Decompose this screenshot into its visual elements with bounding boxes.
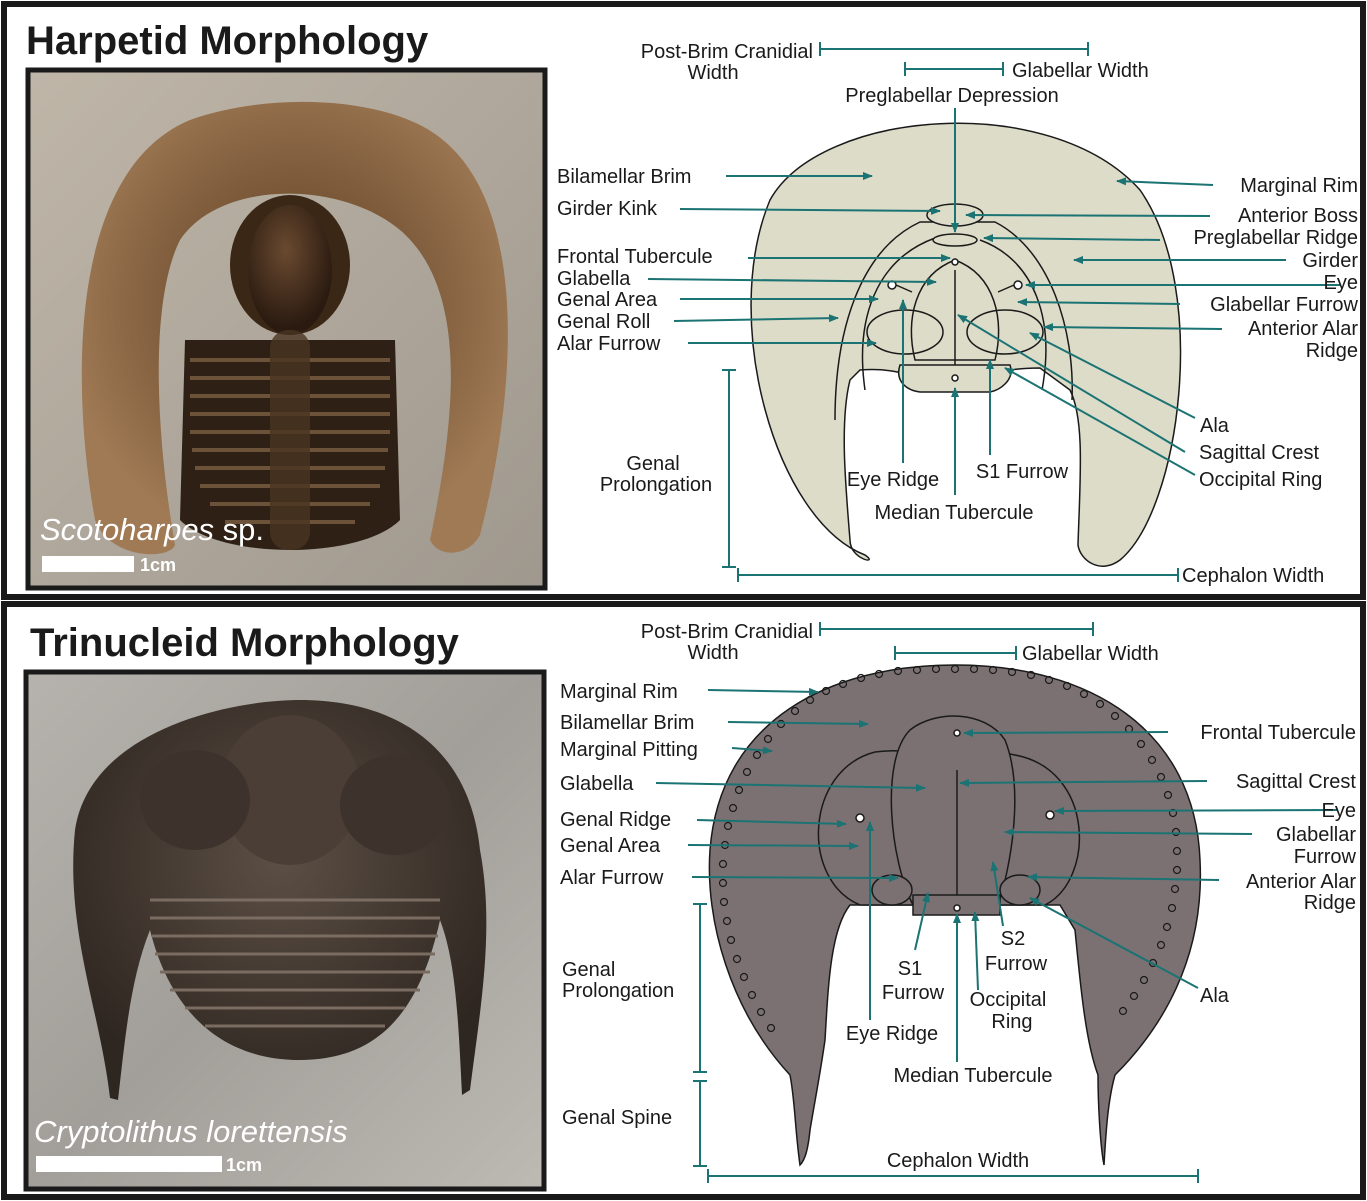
top-title: Harpetid Morphology xyxy=(26,19,429,63)
b-label-s2-2: Furrow xyxy=(985,953,1048,975)
harpetid-diagram xyxy=(751,123,1180,566)
label-median-tubercule: Median Tubercule xyxy=(875,502,1034,524)
bottom-scale-bar xyxy=(36,1156,222,1172)
b-label-eye: Eye xyxy=(1322,800,1356,822)
b-label-bilamellar-brim: Bilamellar Brim xyxy=(560,712,694,734)
cryptolithus-species: Cryptolithus lorettensis xyxy=(34,1114,348,1149)
label-preglabellar-depression: Preglabellar Depression xyxy=(845,85,1058,107)
label-anterior-alar: Anterior Alar xyxy=(1248,318,1358,340)
label-genal-prolongation: Genal xyxy=(626,453,679,475)
trinucleid-diagram xyxy=(709,665,1200,1165)
b-label-marginal-rim: Marginal Rim xyxy=(560,681,678,703)
bottom-scale-label: 1cm xyxy=(226,1155,262,1175)
b-label-genal-prolongation: Genal xyxy=(562,959,615,981)
b-label-genal-area: Genal Area xyxy=(560,835,661,857)
b-label-genal-prolongation-2: Prolongation xyxy=(562,980,674,1002)
label-ala: Ala xyxy=(1200,415,1230,437)
b-label-occipital-2: Ring xyxy=(991,1011,1032,1033)
b-label-anterior-alar-2: Ridge xyxy=(1304,892,1356,914)
label-glabella: Glabella xyxy=(557,268,631,290)
scotoharpes-species: Scotoharpes sp. xyxy=(40,512,264,547)
label-glabellar-width: Glabellar Width xyxy=(1012,60,1149,82)
b-label-glabella: Glabella xyxy=(560,773,634,795)
b-label-anterior-alar: Anterior Alar xyxy=(1246,871,1356,893)
label-s1-furrow: S1 Furrow xyxy=(976,461,1069,483)
cryptolithus-photo xyxy=(26,672,544,1189)
label-occipital-ring: Occipital Ring xyxy=(1199,469,1322,491)
label-girder-kink: Girder Kink xyxy=(557,198,658,220)
label-preglabellar-ridge: Preglabellar Ridge xyxy=(1193,227,1358,249)
label-genal-prolongation-2: Prolongation xyxy=(600,474,712,496)
b-label-glabellar-furrow: Glabellar xyxy=(1276,824,1356,846)
b-label-genal-ridge: Genal Ridge xyxy=(560,809,671,831)
b-label-s1-2: Furrow xyxy=(882,982,945,1004)
label-bilamellar-brim: Bilamellar Brim xyxy=(557,166,691,188)
label-marginal-rim: Marginal Rim xyxy=(1240,175,1358,197)
label-cephalon-width: Cephalon Width xyxy=(1182,565,1324,587)
label-frontal-tubercule: Frontal Tubercule xyxy=(557,246,713,268)
label-girder: Girder xyxy=(1302,250,1358,272)
b-label-eye-ridge: Eye Ridge xyxy=(846,1023,938,1045)
label-post-brim: Post-Brim Cranidial xyxy=(641,41,813,63)
b-label-post-brim-2: Width xyxy=(687,642,738,664)
b-label-sagittal-crest: Sagittal Crest xyxy=(1236,771,1356,793)
b-label-alar-furrow: Alar Furrow xyxy=(560,867,664,889)
b-label-median-tubercule: Median Tubercule xyxy=(894,1065,1053,1087)
label-post-brim-2: Width xyxy=(687,62,738,84)
b-label-frontal-tubercule: Frontal Tubercule xyxy=(1200,722,1356,744)
label-anterior-alar-2: Ridge xyxy=(1306,340,1358,362)
top-scale-bar xyxy=(42,556,134,572)
label-genal-area: Genal Area xyxy=(557,289,658,311)
bottom-title: Trinucleid Morphology xyxy=(30,621,460,665)
b-label-s1: S1 xyxy=(898,958,922,980)
label-alar-furrow: Alar Furrow xyxy=(557,333,661,355)
label-eye: Eye xyxy=(1324,272,1358,294)
top-scale-label: 1cm xyxy=(140,555,176,575)
b-label-glabellar-furrow-2: Furrow xyxy=(1294,846,1357,868)
b-label-marginal-pitting: Marginal Pitting xyxy=(560,739,698,761)
label-glabellar-furrow: Glabellar Furrow xyxy=(1210,294,1358,316)
label-sagittal-crest: Sagittal Crest xyxy=(1199,442,1319,464)
b-label-occipital: Occipital xyxy=(970,989,1047,1011)
scotoharpes-photo xyxy=(28,70,545,588)
b-label-cephalon-width: Cephalon Width xyxy=(887,1150,1029,1172)
b-label-glabellar-width: Glabellar Width xyxy=(1022,643,1159,665)
b-label-ala: Ala xyxy=(1200,985,1230,1007)
b-label-s2: S2 xyxy=(1001,928,1025,950)
label-anterior-boss: Anterior Boss xyxy=(1238,205,1358,227)
b-label-post-brim: Post-Brim Cranidial xyxy=(641,621,813,643)
label-genal-roll: Genal Roll xyxy=(557,311,650,333)
label-eye-ridge: Eye Ridge xyxy=(847,469,939,491)
b-label-genal-spine: Genal Spine xyxy=(562,1107,672,1129)
